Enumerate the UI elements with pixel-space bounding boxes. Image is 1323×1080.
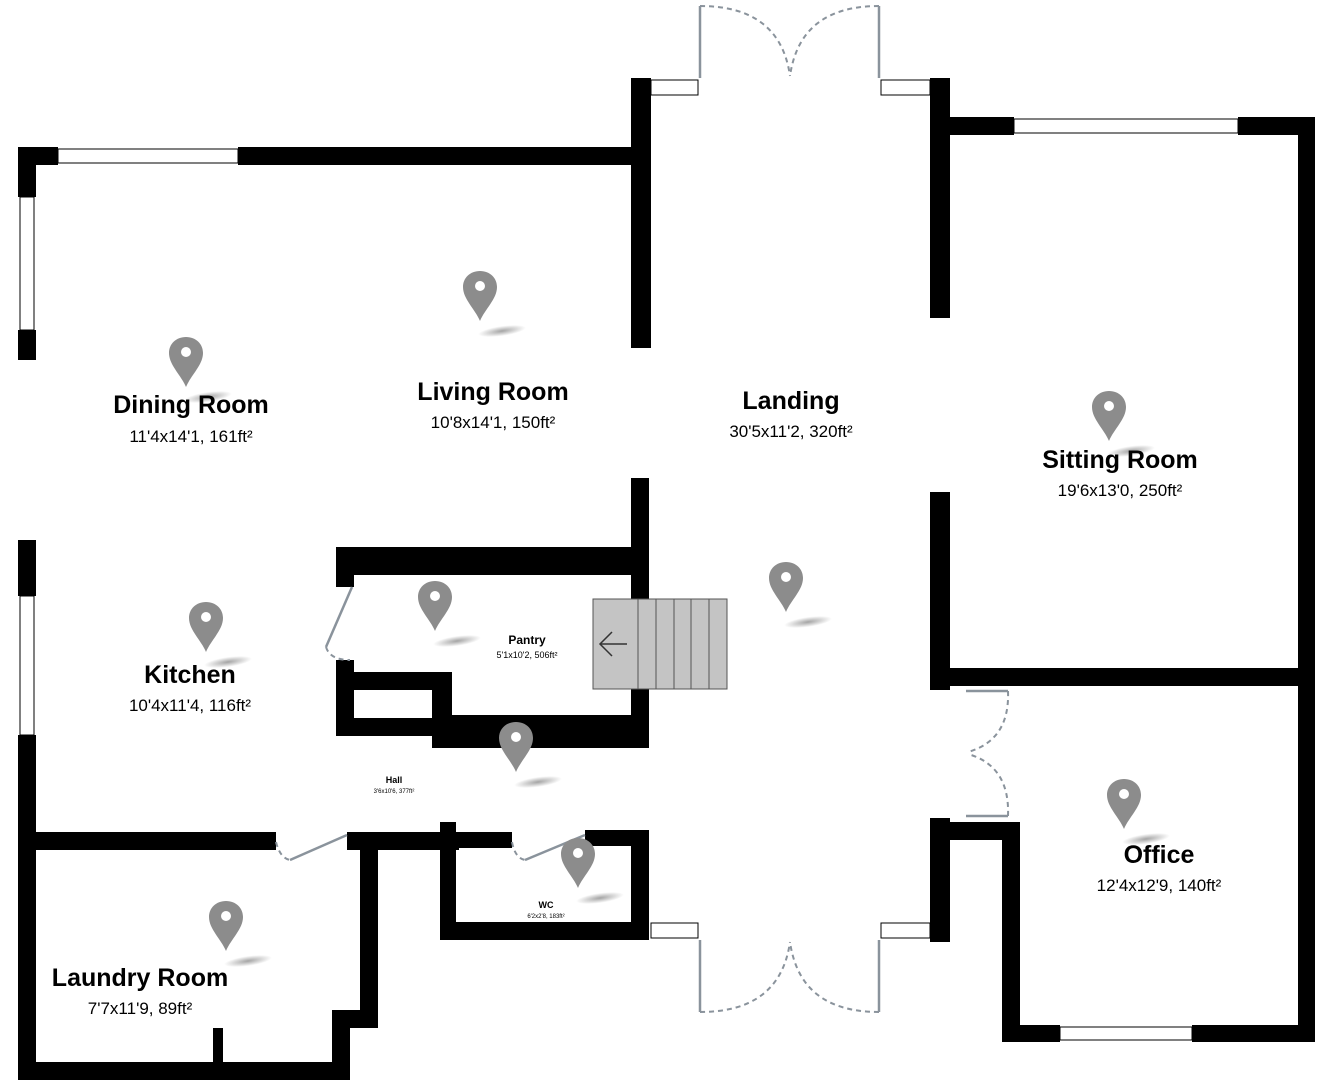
room-name-laundry: Laundry Room xyxy=(52,964,228,992)
map-pin-icon[interactable] xyxy=(209,901,273,970)
room-dims-landing: 30'5x11'2, 320ft² xyxy=(729,422,853,441)
doors xyxy=(275,5,1010,1013)
windows xyxy=(19,79,1239,1041)
room-dims-hall: 3'6x10'6, 377ft² xyxy=(374,789,415,795)
room-name-office: Office xyxy=(1124,841,1195,869)
room-name-landing: Landing xyxy=(742,387,839,415)
room-name-living: Living Room xyxy=(417,378,568,406)
room-name-pantry: Pantry xyxy=(508,633,546,647)
room-name-dining: Dining Room xyxy=(113,391,269,419)
room-name-hall: Hall xyxy=(386,775,403,785)
arrow-left-icon xyxy=(598,631,627,657)
room-name-sitting: Sitting Room xyxy=(1042,446,1198,474)
room-dims-office: 12'4x12'9, 140ft² xyxy=(1097,876,1222,895)
room-dims-dining: 11'4x14'1, 161ft² xyxy=(129,427,253,446)
map-pin-icon[interactable] xyxy=(1107,779,1171,848)
map-pin-icon[interactable] xyxy=(463,271,527,340)
room-name-wc: WC xyxy=(539,900,554,910)
map-pin-icon[interactable] xyxy=(769,562,833,631)
map-pin-icon[interactable] xyxy=(418,581,482,650)
room-dims-living: 10'8x14'1, 150ft² xyxy=(431,413,556,432)
map-pin-icon[interactable] xyxy=(561,838,625,907)
room-name-kitchen: Kitchen xyxy=(144,661,236,689)
room-dims-wc: 6'2x2'8, 183ft² xyxy=(527,914,564,920)
room-dims-laundry: 7'7x11'9, 89ft² xyxy=(88,999,193,1018)
room-labels: Dining Room 11'4x14'1, 161ft² Living Roo… xyxy=(52,378,1222,1018)
stairs xyxy=(592,598,728,690)
room-dims-sitting: 19'6x13'0, 250ft² xyxy=(1058,481,1183,500)
room-dims-kitchen: 10'4x11'4, 116ft² xyxy=(129,696,251,715)
room-dims-pantry: 5'1x10'2, 506ft² xyxy=(497,650,558,660)
